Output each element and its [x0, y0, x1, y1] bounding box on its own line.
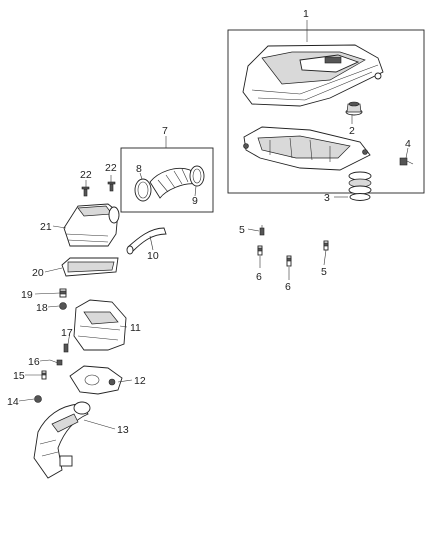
clip-6a	[257, 245, 263, 256]
air-filter	[61, 257, 119, 277]
callout-7: 7	[162, 125, 168, 137]
callout-11: 11	[130, 322, 141, 334]
cover-tray	[243, 126, 371, 171]
sensor	[399, 157, 414, 166]
callout-13: 13	[117, 424, 129, 436]
leader-lines	[18, 20, 409, 430]
callout-1: 1	[303, 8, 309, 20]
callout-21: 21	[40, 221, 52, 233]
callout-20: 20	[32, 267, 44, 279]
intake-hose	[149, 167, 197, 199]
air-cleaner-cover	[63, 203, 120, 247]
callout-17: 17	[61, 327, 73, 339]
callout-15: 15	[13, 370, 25, 382]
callout-22a: 22	[80, 169, 92, 181]
grommet-19	[59, 288, 67, 298]
hose-clamp-9	[189, 165, 205, 187]
callout-4: 4	[405, 138, 411, 150]
callout-5a: 5	[239, 224, 245, 236]
callout-18: 18	[36, 302, 48, 314]
screw-16	[49, 359, 63, 366]
callout-10: 10	[147, 250, 159, 262]
outlet-duct	[33, 401, 91, 479]
bolt-22b	[107, 181, 116, 192]
fastener-17	[63, 343, 69, 353]
air-box-lower	[73, 299, 127, 351]
callout-16: 16	[28, 356, 40, 368]
clip-5b	[323, 240, 329, 251]
bushing-15	[41, 370, 47, 380]
mounting-bracket	[69, 365, 123, 395]
callout-14: 14	[7, 396, 19, 408]
callout-6a: 6	[256, 271, 262, 283]
callout-3: 3	[324, 192, 330, 204]
callout-22b: 22	[105, 162, 117, 174]
breather-tube	[126, 227, 167, 255]
callout-19: 19	[21, 289, 33, 301]
seal-rings	[348, 171, 372, 201]
callout-8: 8	[136, 163, 142, 175]
callout-5b: 5	[321, 266, 327, 278]
bolt-22a	[81, 186, 90, 197]
nut-18	[59, 302, 67, 310]
callout-9: 9	[192, 195, 198, 207]
nut-14	[34, 395, 42, 403]
engine-cover	[242, 44, 384, 107]
hose-clamp-8	[134, 178, 152, 202]
callout-6b: 6	[285, 281, 291, 293]
grommet	[345, 101, 363, 116]
clip-6b	[286, 255, 292, 267]
assembly-1-frame	[227, 29, 425, 194]
callout-2: 2	[349, 125, 355, 137]
clip-5a	[259, 225, 265, 236]
assembly-7-frame	[120, 147, 214, 213]
callout-12: 12	[134, 375, 146, 387]
